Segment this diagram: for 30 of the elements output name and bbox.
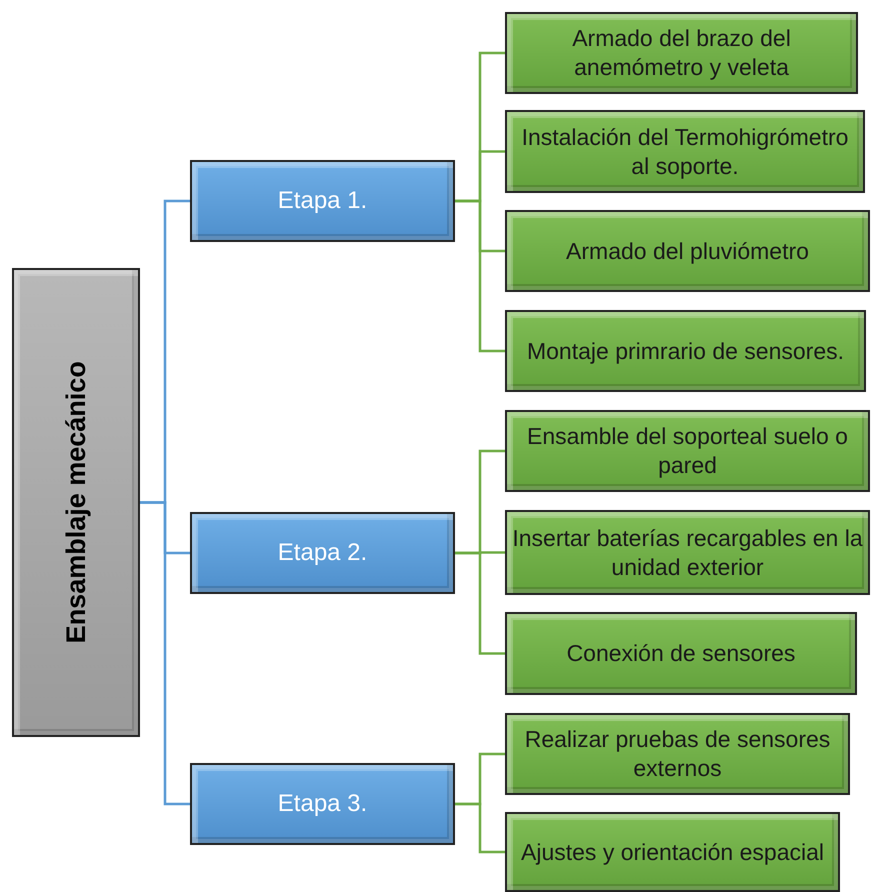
box-label: Etapa 1. — [276, 186, 368, 216]
connector-line — [140, 501, 190, 806]
task-box — [505, 713, 850, 795]
stage-box — [190, 160, 455, 242]
box-label: Conexión de sensores — [566, 639, 796, 668]
box-label: Armado del pluviómetro — [565, 236, 810, 266]
task-box — [505, 410, 870, 492]
stage-box — [190, 763, 455, 845]
box-label: Armado del brazo del anemómetro y veleta — [571, 24, 792, 82]
box-label: Ensamblaje mecánico — [60, 361, 92, 644]
task-box — [505, 110, 865, 193]
box-label: Insertar baterías recargables en la unidad exterior — [511, 524, 864, 582]
stage-box — [190, 512, 455, 594]
box-label: Etapa 2. — [276, 538, 368, 568]
box-label: Ensamble del soporteal suelo o pared — [526, 422, 849, 480]
box-label: Realizar pruebas de sensores externos — [524, 725, 832, 783]
task-box — [505, 12, 858, 94]
task-box — [505, 210, 870, 292]
connector-line — [455, 552, 505, 655]
box-label: Instalación del Termohigrómetro al soporte. — [520, 122, 850, 180]
task-box — [505, 612, 857, 695]
connector-line — [455, 200, 505, 352]
connector-line — [455, 802, 505, 854]
task-box — [505, 812, 840, 892]
task-box — [505, 310, 866, 392]
root-box — [12, 268, 140, 737]
box-label: Etapa 3. — [276, 789, 368, 819]
box-label: Ajustes y orientación espacial — [520, 838, 825, 866]
task-box — [505, 510, 870, 595]
box-label: Montaje primrario de sensores. — [526, 336, 846, 366]
